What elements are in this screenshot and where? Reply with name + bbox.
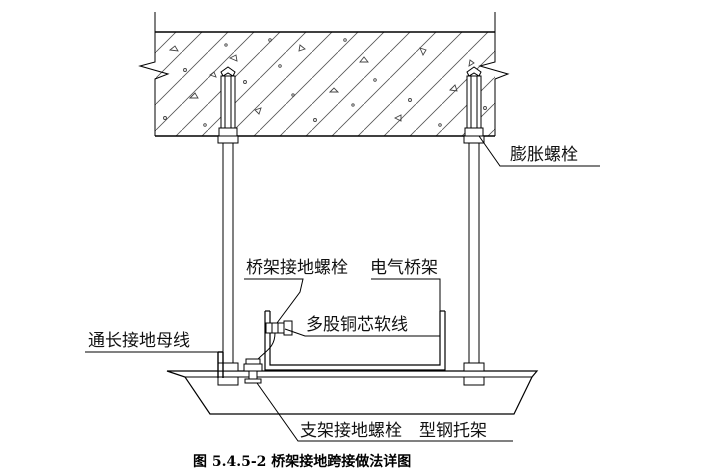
leader-expansion-bolt xyxy=(478,135,600,167)
ground-bus-bar xyxy=(217,351,224,378)
bracket-nuts-right xyxy=(463,362,485,386)
leader-tray-bolt xyxy=(244,278,304,324)
tray-ground-bolt xyxy=(265,320,293,336)
aggregate-marks xyxy=(163,38,487,127)
extension-lines xyxy=(154,12,496,32)
label-steel-bracket: 型钢托架 xyxy=(419,421,487,441)
concrete-slab xyxy=(155,31,495,137)
bracket-ground-bolt xyxy=(243,358,263,384)
leader-bracket-bolt xyxy=(256,382,418,442)
expansion-anchor-left xyxy=(217,66,239,144)
leader-lines xyxy=(85,135,600,442)
label-cable-tray: 电气桥架 xyxy=(370,258,438,278)
leader-copper-wire xyxy=(284,328,440,337)
break-line-left xyxy=(138,32,170,136)
label-ground-bus: 通长接地母线 xyxy=(88,331,190,351)
break-line-right xyxy=(478,32,510,136)
label-tray-ground-bolt: 桥架接地螺栓 xyxy=(246,258,348,278)
label-expansion-bolt: 膨胀螺栓 xyxy=(510,145,578,165)
leader-cable-tray xyxy=(371,278,441,311)
figure-caption: 图 5.4.5-2 桥架接地跨接做法详图 xyxy=(193,453,411,470)
label-copper-wire: 多股铜芯软线 xyxy=(306,315,408,335)
label-bracket-bolt: 支架接地螺栓 xyxy=(300,421,402,441)
cable-tray xyxy=(264,310,446,371)
expansion-anchor-right xyxy=(463,66,485,144)
